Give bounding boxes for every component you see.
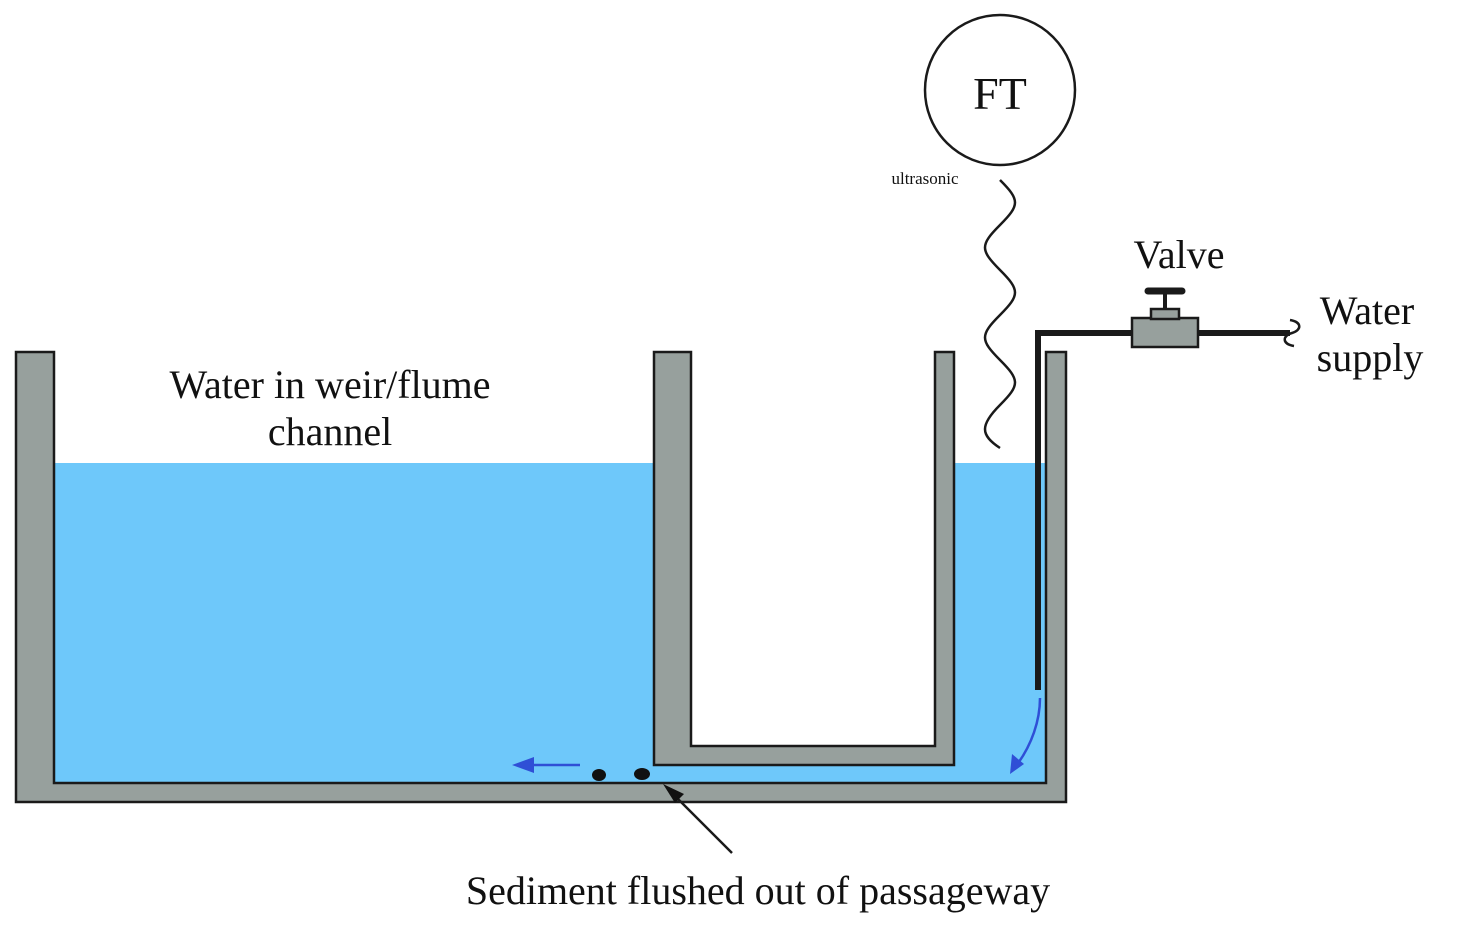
- sediment-callout-line: [675, 796, 733, 854]
- channel-wall: [14, 350, 1068, 804]
- water-label-line1: Water in weir/flume: [169, 362, 490, 407]
- water-label-line2: channel: [268, 409, 392, 454]
- valve-body: [1130, 316, 1200, 349]
- supply-label-line1: Water: [1320, 288, 1415, 333]
- sediment-particle: [634, 768, 650, 780]
- channel-water: [54, 463, 654, 783]
- valve-bonnet: [1149, 307, 1181, 321]
- sediment-callout-arrowhead: [663, 784, 684, 803]
- stilling-well-water: [954, 463, 1046, 783]
- ultrasonic-label: ultrasonic: [891, 169, 958, 188]
- flow-transmitter-bubble: [923, 13, 1077, 167]
- flush-pipe: [1035, 330, 1132, 690]
- flush-flow-arrowhead: [1010, 754, 1024, 774]
- transmitter-label: FT: [973, 68, 1027, 119]
- sediment-particle: [592, 769, 606, 781]
- pipe-break-symbol: [1283, 318, 1301, 348]
- valve-label: Valve: [1133, 232, 1224, 277]
- flush-flow-arrow: [1015, 697, 1042, 767]
- passageway-water: [654, 765, 954, 783]
- sediment-label: Sediment flushed out of passageway: [466, 868, 1050, 913]
- supply-label-line2: supply: [1317, 335, 1424, 380]
- sediment-flow-arrowhead: [512, 757, 534, 773]
- ultrasonic-wave: [983, 179, 1017, 450]
- partition-wall: [652, 350, 956, 767]
